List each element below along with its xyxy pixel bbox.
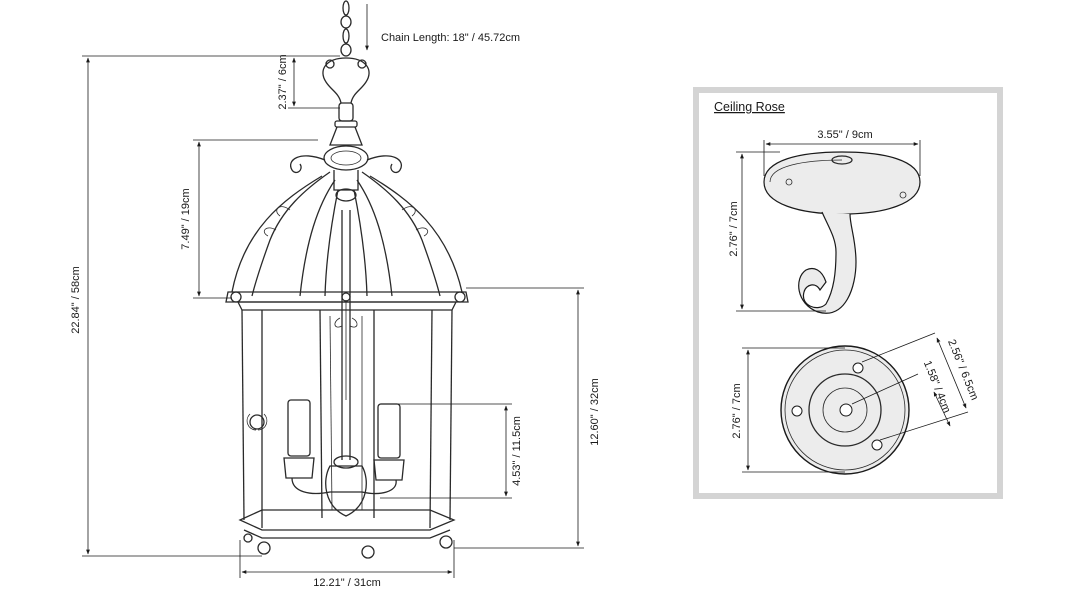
loop-height-label: 2.37" / 6cm (277, 54, 289, 109)
ceiling-rose-panel: Ceiling Rose 3.55" / 9cm 2.76" / 7cm (693, 87, 1003, 499)
bottom-base (238, 509, 456, 559)
rose-diameter-label: 3.55" / 9cm (817, 129, 872, 141)
cage-height-label: 12.60" / 32cm (589, 378, 601, 446)
lantern-dimensions: Chain Length: 18" / 45.72cm 2.37" / 6cm … (70, 4, 601, 589)
hanging-loop (322, 57, 370, 104)
lantern-illustration (225, 0, 469, 559)
width-label: 12.21" / 31cm (313, 577, 381, 589)
finial (323, 102, 369, 202)
top-rim (225, 291, 469, 311)
scroll-arms (231, 155, 463, 297)
frame-posts (241, 309, 453, 529)
candle-cluster (283, 210, 405, 517)
overall-height-label: 22.84" / 58cm (70, 266, 82, 334)
candle-height-label: 4.53" / 11.5cm (511, 416, 523, 486)
outer-spacing-arrow (936, 337, 967, 409)
outer-spacing-ext-bottom (879, 411, 969, 441)
ceiling-rose-plate-view (780, 345, 910, 475)
chain-length-label: Chain Length: 18" / 45.72cm (381, 32, 520, 44)
ceiling-rose-side-view (763, 151, 921, 314)
plate-height-label: 2.76" / 7cm (731, 383, 743, 438)
inner-spacing-ext-top (851, 373, 919, 405)
ceiling-rose-title: Ceiling Rose (714, 100, 785, 114)
inner-spacing-arrow (933, 391, 951, 427)
rose-side-height-label: 2.76" / 7cm (728, 201, 740, 256)
outer-spacing-ext-top (861, 332, 936, 363)
chain (340, 0, 352, 57)
side-ornament (246, 413, 268, 431)
canopy-height-label: 7.49" / 19cm (180, 188, 192, 249)
